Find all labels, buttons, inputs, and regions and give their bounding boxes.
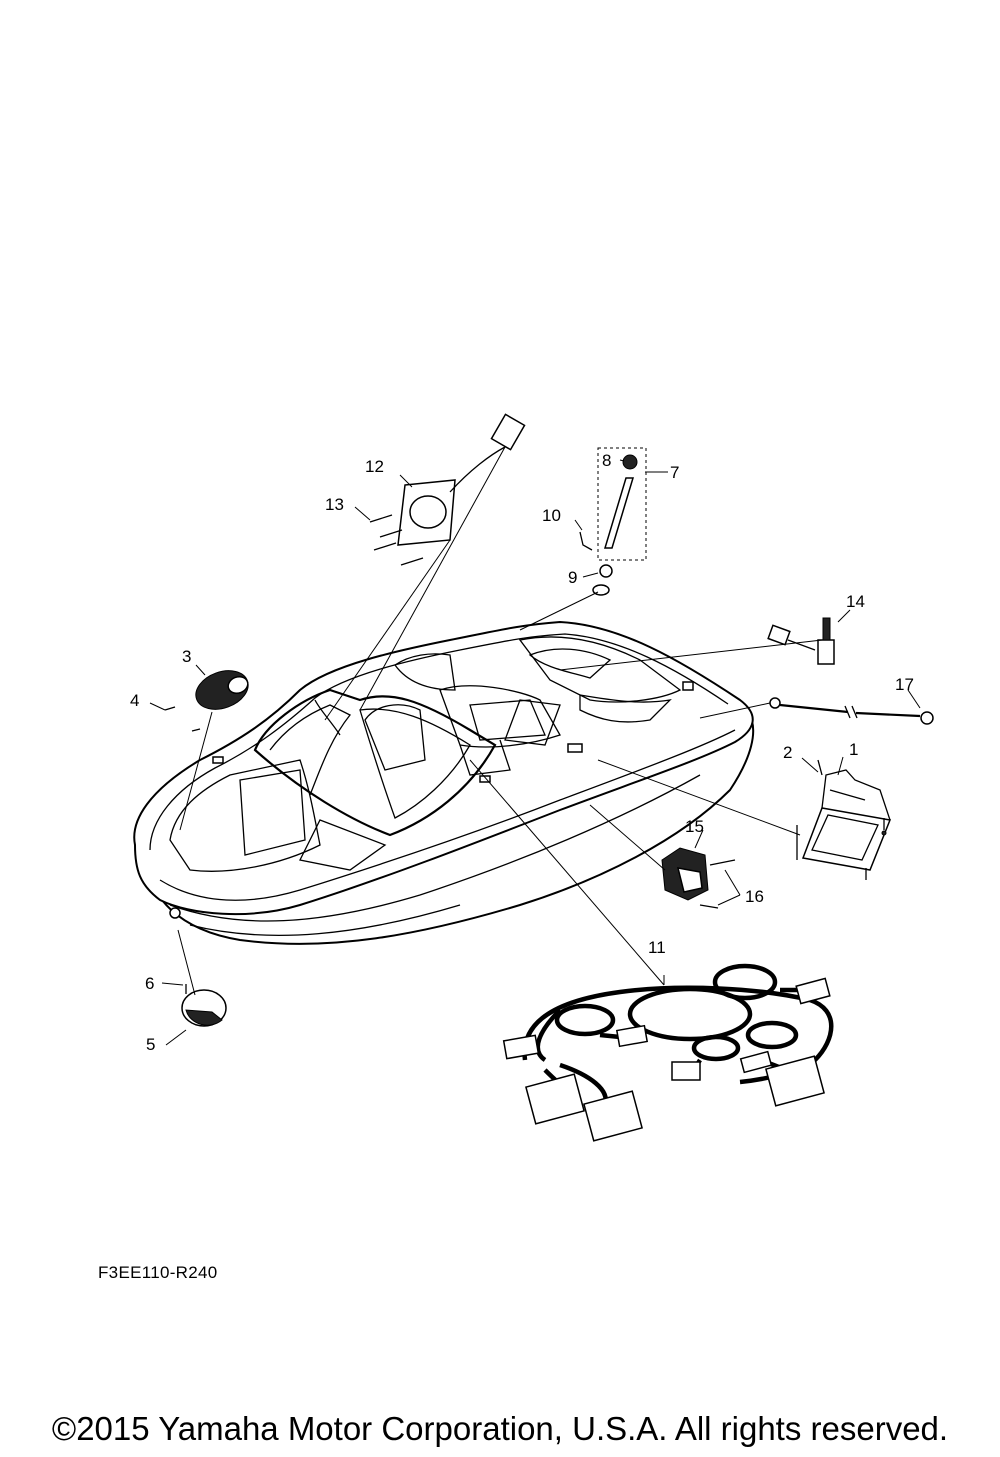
callout-7: 7 — [670, 463, 679, 482]
boat-hull — [133, 620, 755, 945]
callout-9: 9 — [568, 568, 577, 587]
wire-harness-part — [502, 963, 834, 1142]
callout-2: 2 — [783, 743, 792, 762]
battery-cable-part — [769, 697, 934, 725]
callout-11: 11 — [648, 938, 666, 957]
callout-5: 5 — [146, 1035, 155, 1054]
callout-13: 13 — [325, 495, 344, 514]
callout-1: 1 — [849, 740, 858, 759]
horn-part — [181, 984, 227, 1027]
callout-10: 10 — [542, 506, 561, 525]
callout-16: 16 — [745, 887, 764, 906]
temp-sensor-part — [767, 617, 835, 665]
diagram-reference-code: F3EE110-R240 — [98, 1263, 218, 1282]
callout-15: 15 — [685, 817, 704, 836]
callout-12: 12 — [365, 457, 384, 476]
meter-mount-part — [369, 413, 526, 566]
callout-3: 3 — [182, 647, 191, 666]
speaker-part — [164, 670, 249, 732]
main-switch-part — [661, 847, 736, 909]
callout-8: 8 — [602, 451, 611, 470]
callout-14: 14 — [846, 592, 865, 611]
battery-tray-part — [796, 759, 892, 880]
vent-hose-part — [579, 447, 647, 596]
callout-6: 6 — [145, 974, 154, 993]
callout-numbers: 1 2 3 4 5 6 7 8 9 10 11 12 13 14 15 16 1… — [130, 451, 914, 1054]
leader-lines — [149, 446, 921, 1046]
copyright-notice: ©2015 Yamaha Motor Corporation, U.S.A. A… — [51, 1410, 949, 1447]
callout-4: 4 — [130, 691, 139, 710]
callout-17: 17 — [895, 675, 914, 694]
